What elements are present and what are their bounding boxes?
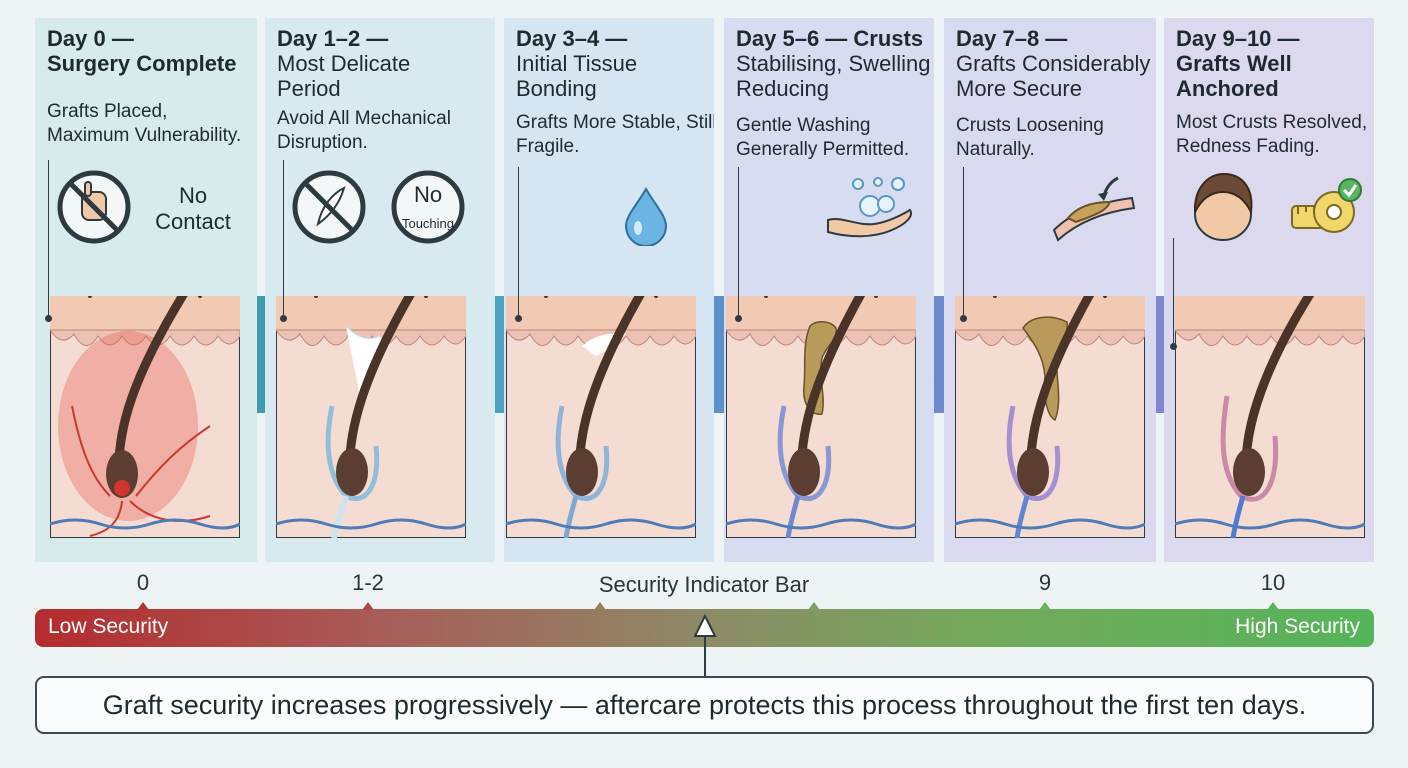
skin-cross-section-day-1-2: [276, 296, 466, 538]
low-security-label: Low Security: [48, 615, 169, 638]
water-drop-icon: [624, 187, 668, 246]
bar-tick-marker: [594, 602, 606, 610]
stage-description: Grafts Placed, Maximum Vulnerability.: [47, 101, 242, 146]
skin-cross-section-day-0: [50, 296, 240, 538]
stage-day-title: Day 7–8 —Grafts Considerably More Secure: [956, 26, 1151, 101]
leader-line: [960, 167, 967, 322]
leader-line: [735, 167, 742, 322]
no-touching-icon: [391, 170, 465, 244]
current-position-marker-icon: [693, 614, 717, 637]
stage-day-title: Day 3–4 —Initial Tissue Bonding: [516, 26, 638, 101]
skin-cross-section-day-5-6: [726, 296, 916, 538]
measuring-tape-check-icon: [1291, 178, 1362, 233]
stage-description: Most Crusts Resolved, Redness Fading.: [1176, 112, 1368, 157]
tick-label: 0: [136, 570, 150, 595]
tick-label: 9: [1038, 570, 1052, 595]
high-security-label: High Security: [1235, 615, 1360, 638]
tick-label: 1-2: [352, 570, 384, 595]
skin-cross-section-day-7-8: [955, 296, 1145, 538]
no-brushing-icon: [292, 170, 366, 244]
leader-line: [280, 160, 287, 322]
head-full-hair-icon: [1193, 172, 1253, 241]
leader-line: [45, 160, 52, 322]
stage-description: Crusts Loosening Naturally.: [956, 115, 1104, 160]
stage-description: Avoid All Mechanical Disruption.: [277, 108, 451, 153]
stage-day-title: Day 0 —Surgery Complete: [47, 26, 237, 76]
leader-line: [515, 167, 522, 322]
summary-caption: Graft security increases progressively —…: [35, 676, 1374, 734]
stage-description: Gentle Washing Generally Permitted.: [736, 115, 910, 160]
tick-label: 10: [1260, 570, 1286, 595]
stage-day-title: Day 1–2 —Most Delicate Period: [277, 26, 411, 101]
bar-tick-marker: [1267, 602, 1279, 610]
caption-connector: [704, 636, 706, 678]
skin-cross-section-day-9-10: [1175, 296, 1365, 538]
stage-description: Grafts More Stable, Still Fragile.: [516, 112, 714, 157]
security-bar-title: Security Indicator Bar: [598, 572, 810, 597]
bar-tick-marker: [137, 602, 149, 610]
leader-line: [1170, 238, 1177, 350]
stage-day-title: Day 9–10 —Grafts Well Anchored: [1176, 26, 1300, 101]
summary-caption-text: Graft security increases progressively —…: [102, 689, 1307, 720]
crust-loosening-icon: [1052, 176, 1136, 242]
no-contact-icon: [57, 170, 131, 244]
skin-cross-section-day-3-4: [506, 296, 696, 538]
bar-tick-marker: [808, 602, 820, 610]
gentle-washing-hand-icon: [827, 177, 912, 238]
bar-tick-marker: [362, 602, 374, 610]
bar-tick-marker: [1039, 602, 1051, 610]
